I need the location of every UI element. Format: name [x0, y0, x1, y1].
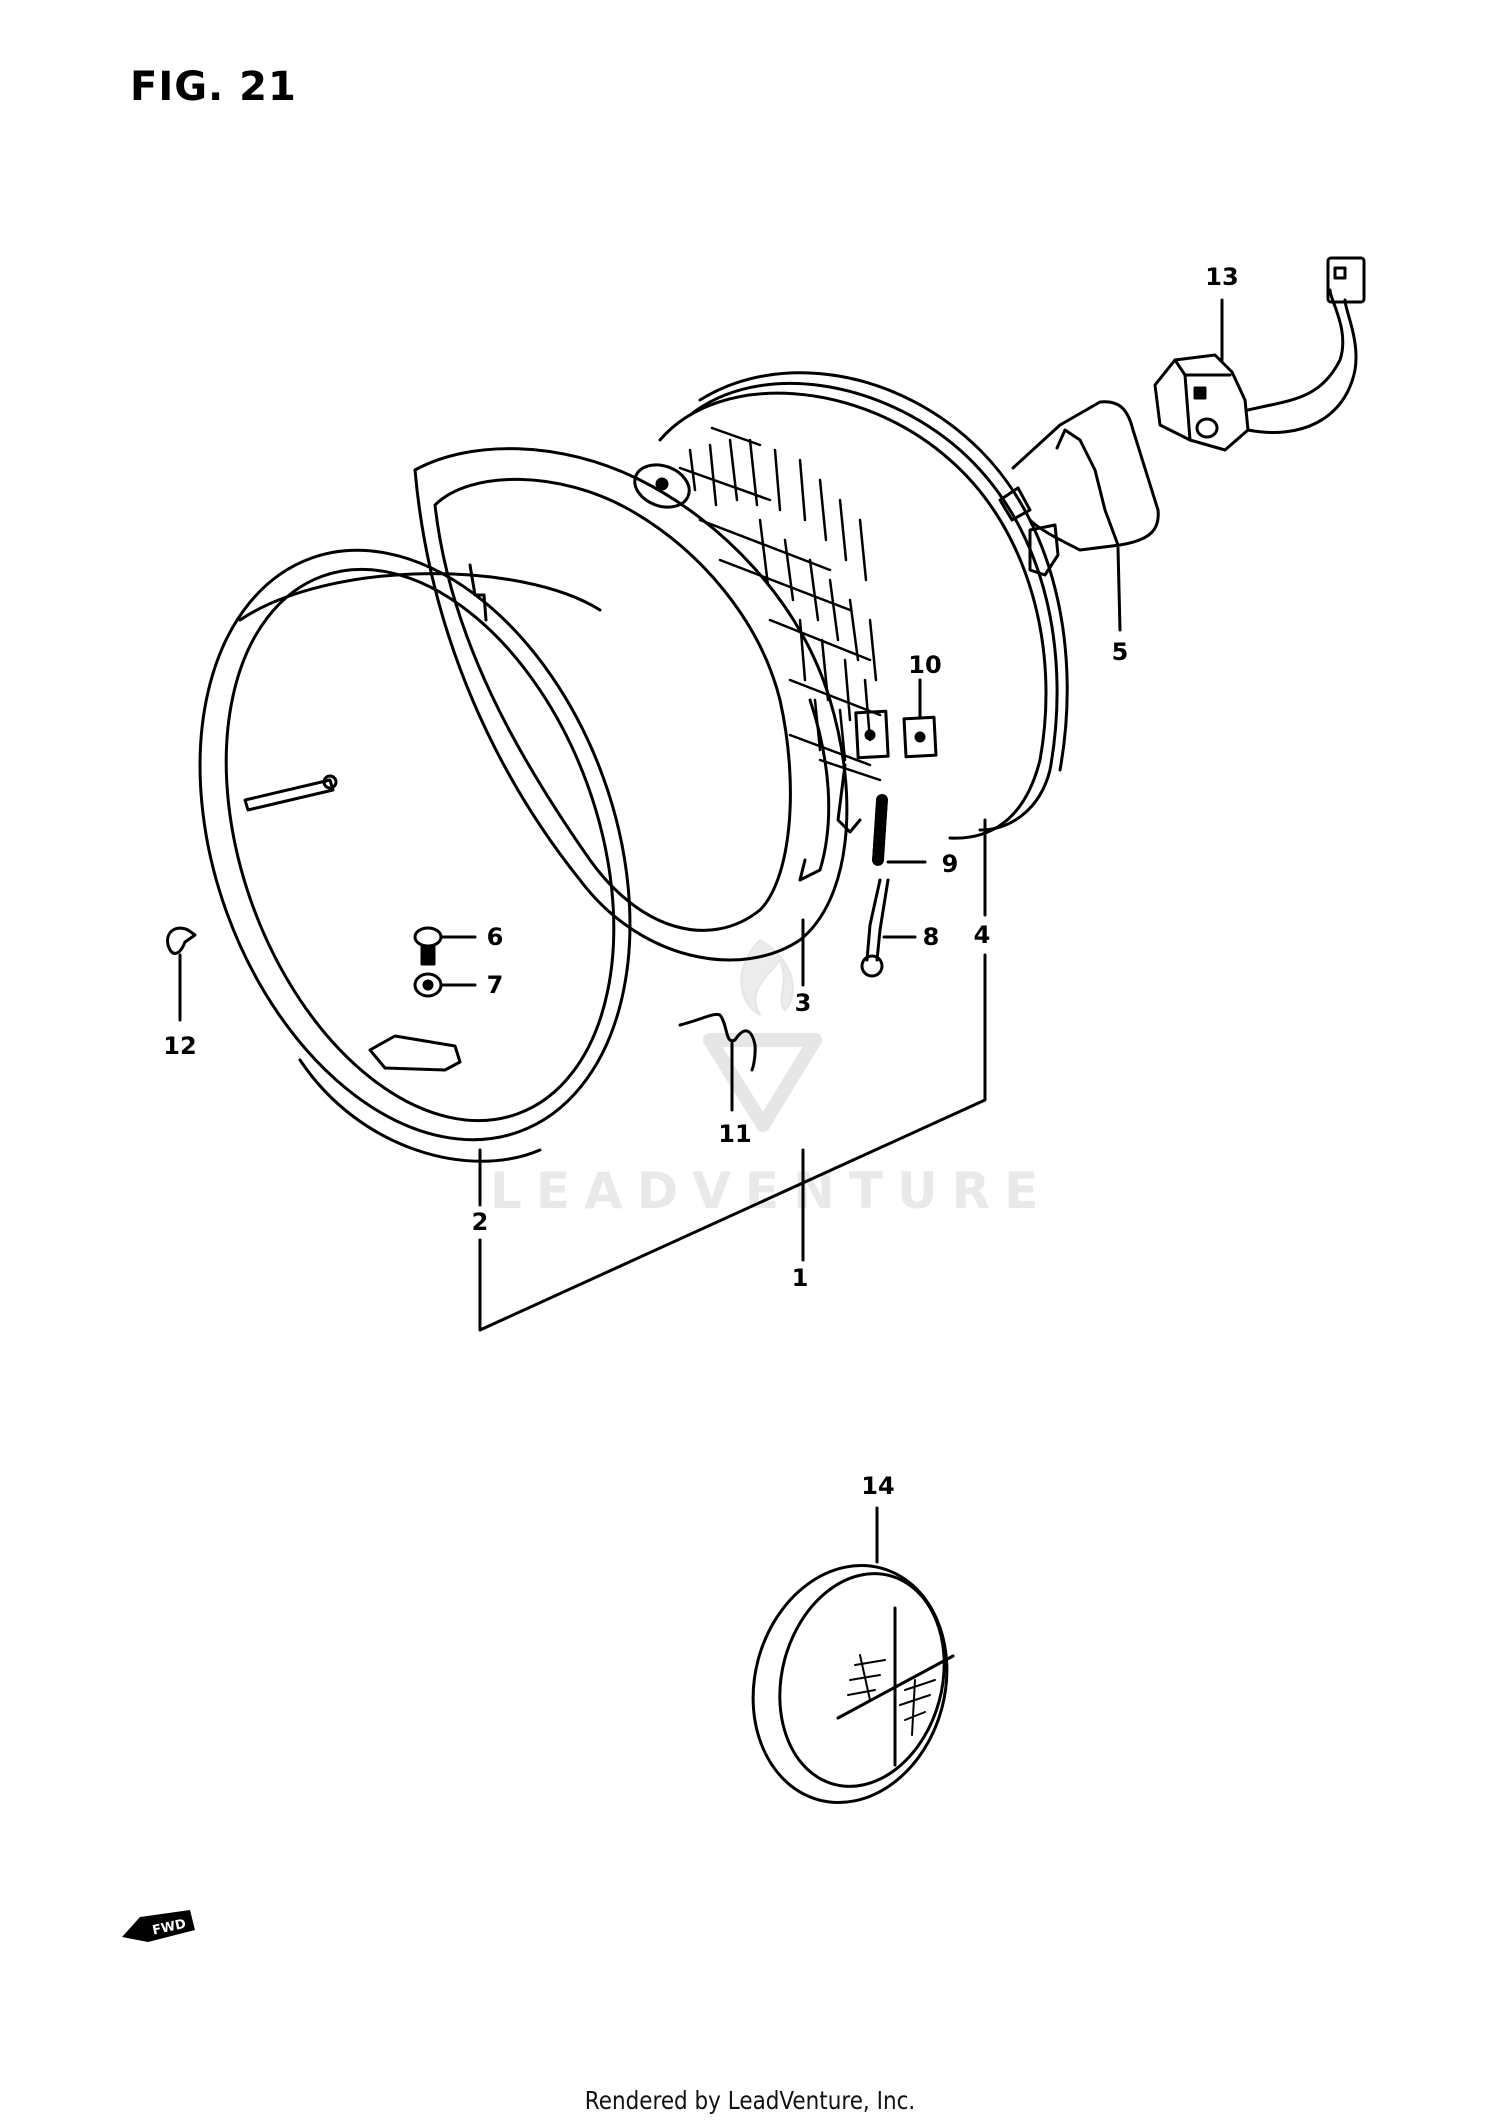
- part-13-connector: [1153, 256, 1366, 452]
- part-9-spring: [872, 794, 927, 866]
- callout-3: 3: [794, 989, 812, 1017]
- part-11-spring-clip: [678, 1012, 757, 1112]
- figure-title: FIG. 21: [130, 64, 297, 110]
- part-4-lamp-unit: [658, 371, 1069, 840]
- footer-credit: Rendered by LeadVenture, Inc.: [584, 2086, 916, 2115]
- callout-5: 5: [1111, 638, 1129, 666]
- callout-1: 1: [791, 1264, 809, 1292]
- part-2-rim: [198, 548, 632, 1163]
- watermark-text: LEADVENTURE: [490, 1162, 1053, 1220]
- callout-6: 6: [486, 923, 504, 951]
- callout-13: 13: [1205, 263, 1239, 291]
- forward-arrow-icon: FWD: [122, 1910, 195, 1942]
- callout-2: 2: [471, 1208, 489, 1236]
- callout-11: 11: [718, 1120, 752, 1148]
- callout-12: 12: [163, 1032, 197, 1060]
- callout-10: 10: [908, 651, 942, 679]
- callout-4: 4: [973, 921, 991, 949]
- part-6-screw: [413, 926, 477, 966]
- callout-14: 14: [861, 1472, 895, 1500]
- callout-9: 9: [941, 850, 959, 878]
- part-14-lens: [751, 1506, 955, 1804]
- callout-7: 7: [486, 971, 504, 999]
- callout-8: 8: [922, 923, 940, 951]
- part-12-grommet: [166, 926, 197, 1022]
- svg-text:FWD: FWD: [151, 1917, 188, 1939]
- assembly-leader-lines: [478, 818, 987, 1332]
- part-7-nut: [413, 972, 477, 998]
- part-8-adjust-screw: [860, 878, 917, 978]
- part-5-socket-cover: [1011, 400, 1160, 632]
- part-3-housing: [413, 447, 849, 962]
